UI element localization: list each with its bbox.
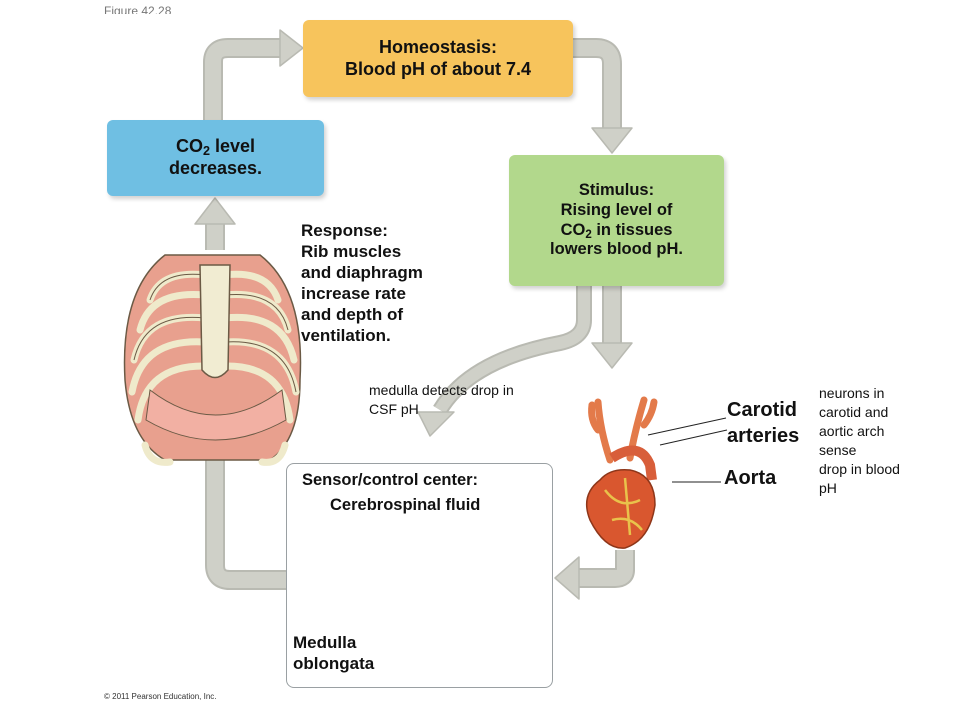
homeostasis-line-1: Homeostasis: <box>378 36 498 57</box>
co2-decrease-box: CO2 level decreases. <box>107 120 324 196</box>
copyright-notice: © 2011 Pearson Education, Inc. <box>104 692 217 701</box>
stimulus-line-2: Rising level of <box>560 200 673 219</box>
neurons-note-line-3: aortic arch <box>819 423 885 439</box>
co2-subscript: 2 <box>202 144 210 159</box>
response-line-2: Rib muscles <box>301 242 402 261</box>
medulla-oblongata-label: Medulla oblongata <box>293 632 374 674</box>
medulla-note-line-1: medulla detects drop in <box>369 382 514 398</box>
aorta-label: Aorta <box>724 467 777 489</box>
stimulus-line-4: lowers blood pH. <box>550 240 683 259</box>
sensor-control-center-box <box>286 463 553 688</box>
figure-label: Figure 42.28 <box>104 4 172 14</box>
stimulus-tissues-text: in tissues <box>591 220 673 239</box>
arrow-co2-to-homeostasis <box>203 38 282 122</box>
response-line-4: increase rate <box>301 284 406 303</box>
leader-lines <box>647 417 728 483</box>
medulla-label-line-2: oblongata <box>293 654 375 673</box>
stimulus-box: Stimulus: Rising level of CO2 in tissues… <box>509 155 724 286</box>
medulla-note-line-2: CSF pH <box>369 401 419 417</box>
medulla-detects-note: medulla detects drop in CSF pH <box>369 381 514 419</box>
co2-level-text: level <box>209 136 256 157</box>
neurons-note-line-5: drop in blood <box>819 461 900 477</box>
neurons-note-line-6: pH <box>819 480 837 496</box>
homeostasis-line-2: Blood pH of about 7.4 <box>345 58 531 79</box>
neurons-note-line-1: neurons in <box>819 385 885 401</box>
carotid-label-line-2: arteries <box>727 425 800 447</box>
stimulus-co2-subscript: 2 <box>585 228 592 241</box>
homeostasis-box: Homeostasis: Blood pH of about 7.4 <box>303 20 573 97</box>
co2-line-2: decreases. <box>168 158 263 178</box>
co2-formula: CO <box>175 136 203 157</box>
sensor-title: Sensor/control center: <box>302 471 479 489</box>
response-line-3: and diaphragm <box>301 263 423 282</box>
co2-line-1: CO2 level <box>176 136 255 158</box>
response-line-6: ventilation. <box>301 326 391 345</box>
response-line-1: Response: <box>301 221 388 240</box>
medulla-label-line-1: Medulla <box>293 633 357 652</box>
neurons-note-line-2: carotid and <box>819 404 889 420</box>
response-text: Response: Rib muscles and diaphragm incr… <box>301 220 423 346</box>
carotid-arteries-label: Carotid arteries <box>727 397 799 449</box>
neurons-note-line-4: sense <box>819 442 857 458</box>
stimulus-line-3: CO2 in tissues <box>561 221 673 241</box>
cerebrospinal-fluid-label: Cerebrospinal fluid <box>330 496 481 514</box>
stimulus-co2-formula: CO <box>560 220 586 239</box>
carotid-label-line-1: Carotid <box>727 399 797 421</box>
stimulus-line-1: Stimulus: <box>578 180 655 199</box>
neurons-sense-note: neurons in carotid and aortic arch sense… <box>819 384 954 498</box>
response-line-5: and depth of <box>301 305 403 324</box>
ribcage-illustration <box>123 254 302 466</box>
heart-illustration <box>585 396 658 549</box>
